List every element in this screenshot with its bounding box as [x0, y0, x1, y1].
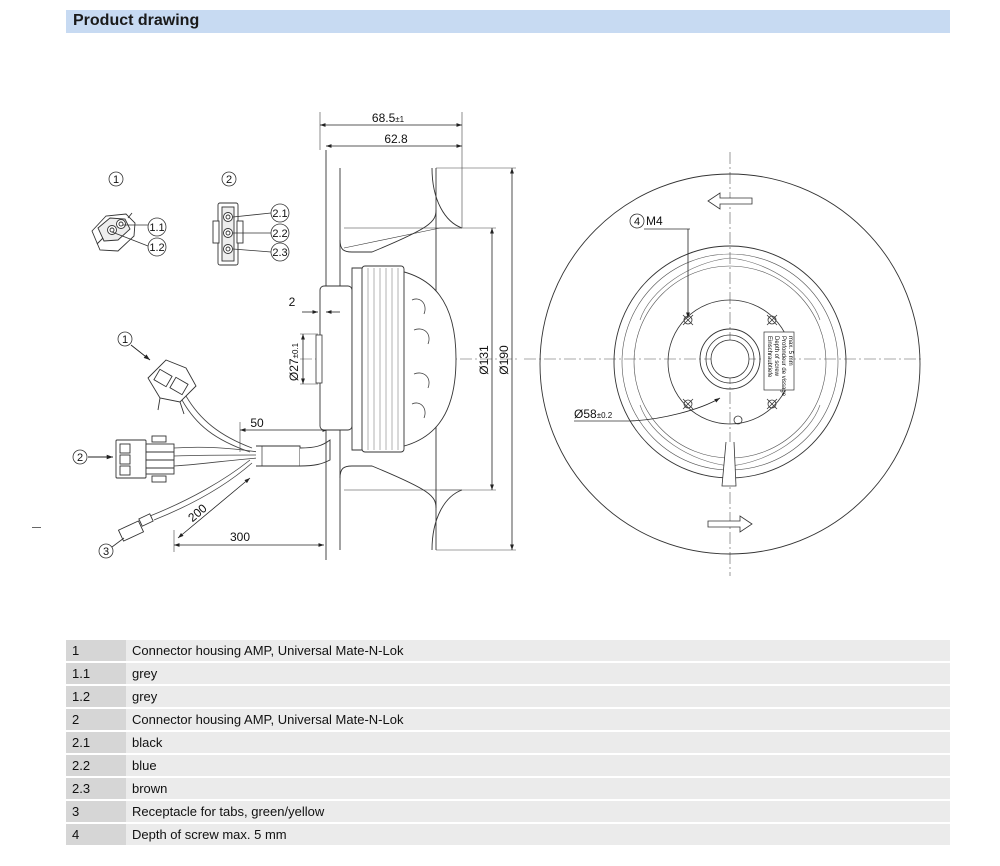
dim-overall-depth: 68.5±1 — [372, 111, 405, 125]
label-line-1: Einschraubtiefe — [766, 336, 772, 378]
legend-desc: Depth of screw max. 5 mm — [126, 823, 950, 847]
legend-no: 2.1 — [66, 731, 126, 755]
callout-2-3: 2.3 — [272, 247, 287, 259]
legend-desc: brown — [126, 777, 950, 801]
dim-blade-depth: 62.8 — [384, 132, 408, 146]
dim-shaft-dia: Ø27±0.1 — [287, 342, 301, 381]
dim-bolt-circle: Ø58±0.2 — [574, 407, 613, 421]
legend-no: 2.3 — [66, 777, 126, 801]
legend-no: 1.1 — [66, 662, 126, 686]
label-line-2: Depth of screw — [773, 336, 779, 377]
callout-4: 4 — [634, 216, 640, 228]
side-view: 68.5±1 62.8 2 Ø27±0.1 Ø131 Ø190 — [287, 111, 520, 560]
callout-3-cable: 3 — [103, 546, 109, 558]
legend-no: 2 — [66, 708, 126, 732]
front-view: Einschraubtiefe Depth of screw Profondeu… — [524, 152, 924, 576]
callout-1-2: 1.2 — [149, 242, 164, 254]
callout-2-1: 2.1 — [272, 208, 287, 220]
legend-desc: grey — [126, 685, 950, 709]
callout-1-cable: 1 — [122, 334, 128, 346]
legend-desc: Connector housing AMP, Universal Mate-N-… — [126, 708, 950, 732]
cable-harness-view: 1 2 — [72, 331, 331, 559]
legend-no: 3 — [66, 800, 126, 824]
label-line-3: Profondeur de vissage — [780, 336, 786, 397]
dim-outer-dia: Ø190 — [497, 345, 511, 375]
page-title: Product drawing — [73, 12, 200, 29]
dim-hub-offset: 2 — [289, 295, 296, 309]
legend-desc: black — [126, 731, 950, 755]
callout-2-2: 2.2 — [272, 228, 287, 240]
connector-1-view: 1 1.1 1.2 — [91, 171, 167, 257]
margin-mark — [32, 527, 41, 528]
callout-1: 1 — [113, 174, 119, 186]
callout-1-1: 1.1 — [149, 222, 164, 234]
dim-inlet-dia: Ø131 — [477, 345, 491, 375]
legend-no: 1.2 — [66, 685, 126, 709]
legend-desc: blue — [126, 754, 950, 778]
legend-no: 2.2 — [66, 754, 126, 778]
legend-desc: grey — [126, 662, 950, 686]
header-bar: Product drawing — [66, 10, 950, 33]
callout-2: 2 — [226, 174, 232, 186]
legend-no: 1 — [66, 640, 126, 663]
dim-cable-300: 300 — [230, 530, 250, 544]
legend-desc: Receptacle for tabs, green/yellow — [126, 800, 950, 824]
legend-desc: Connector housing AMP, Universal Mate-N-… — [126, 640, 950, 663]
dim-thread: M4 — [646, 214, 663, 228]
connector-2-view: 2 2.1 2.2 2.3 — [212, 171, 290, 266]
label-line-4: max. 5 mm — [787, 336, 793, 366]
legend-no: 4 — [66, 823, 126, 847]
product-drawing: 1 1.1 1.2 2 — [72, 111, 924, 576]
callout-2-cable: 2 — [77, 452, 83, 464]
dim-cable-50: 50 — [250, 416, 264, 430]
